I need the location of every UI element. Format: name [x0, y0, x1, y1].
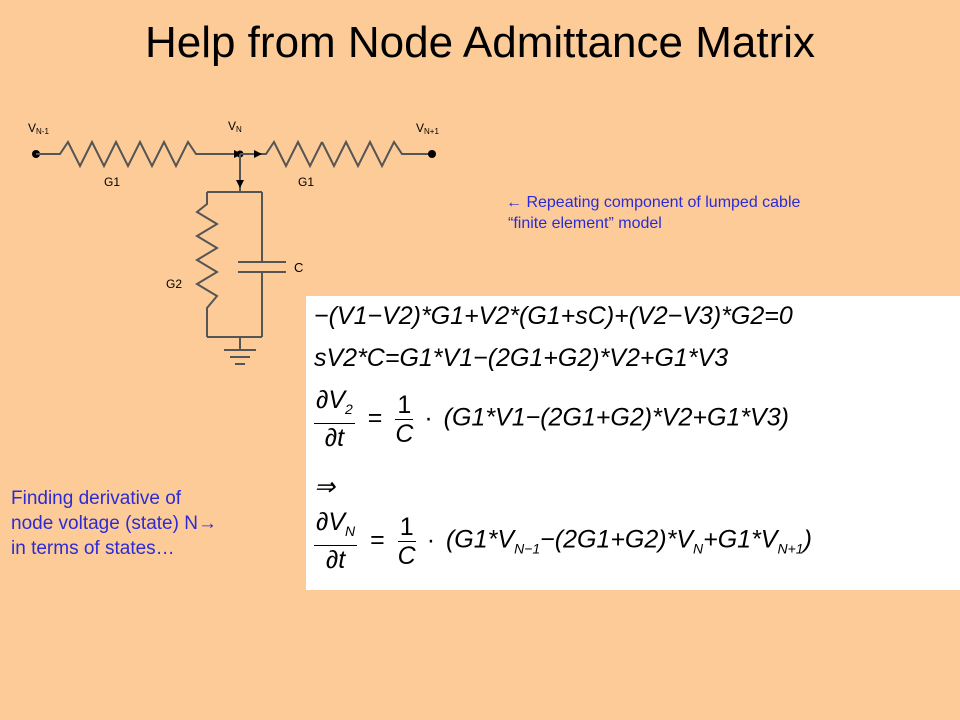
label-vn: VN: [228, 119, 242, 134]
equation-panel: −(V1−V2)*G1+V2*(G1+sC)+(V2−V3)*G2=0 sV2*…: [306, 296, 960, 590]
eq3-cden: C: [395, 419, 414, 448]
resistor-g1-right-tail: [322, 139, 432, 169]
label-g2: G2: [166, 277, 182, 291]
eq4-derivative-fraction: ∂VN ∂t: [314, 508, 358, 574]
arrow-right-current: [254, 150, 262, 158]
eq4-rhs-b-sub: N: [693, 540, 704, 557]
eq4-one-over-c: 1 C: [397, 513, 416, 570]
eq3-cnum: 1: [395, 391, 414, 420]
label-c: C: [294, 260, 303, 275]
eq3-num: ∂V: [316, 386, 346, 414]
eq4-rhs-a: (G1*V: [445, 525, 515, 554]
note-repeating-component: ← Repeating component of lumped cable “f…: [506, 192, 800, 234]
note-left-line-1: Finding derivative of: [11, 488, 182, 509]
eq4-num: ∂V: [316, 508, 346, 536]
resistor-g1-right: [240, 139, 322, 169]
equation-3: ∂V2 ∂t = 1 C · (G1*V1−(2G1+G2)*V2+G1*V3): [314, 386, 789, 452]
note-right-line-1: ← Repeating component of lumped cable: [506, 194, 801, 211]
eq3-num-sub: 2: [345, 401, 353, 417]
eq4-den: ∂t: [325, 546, 346, 574]
label-vn-sub: N: [236, 125, 242, 134]
label-g1-left: G1: [104, 175, 120, 189]
equation-1: −(V1−V2)*G1+V2*(G1+sC)+(V2−V3)*G2=0: [314, 302, 793, 330]
eq4-equals: =: [370, 525, 385, 554]
implies-symbol: ⇒: [314, 473, 335, 501]
arrow-down-current: [236, 180, 244, 188]
eq3-derivative-fraction: ∂V2 ∂t: [314, 386, 355, 452]
note-finding-derivative: Finding derivative of node voltage (stat…: [11, 486, 217, 561]
label-g1-right: G1: [298, 175, 314, 189]
arrow-left-current: [234, 150, 242, 158]
label-vn-plus-1-text-main: V: [416, 121, 424, 135]
eq4-rhs-d: ): [803, 525, 812, 554]
eq4-rhs-b: −(2G1+G2)*V: [540, 525, 693, 554]
eq4-rhs-c: +G1*V: [703, 525, 778, 554]
circuit-diagram: VN-1 VN G1 G1 G2 C: [28, 119, 322, 365]
note-right-line-2: “finite element” model: [508, 215, 662, 232]
eq4-num-sub: N: [345, 523, 356, 539]
label-vn-1-main: V: [28, 121, 36, 135]
circuit-diagram-right: VN+1: [322, 121, 439, 169]
terminal-right: [428, 150, 436, 158]
equation-4: ∂VN ∂t = 1 C · (G1*VN−1−(2G1+G2)*VN+G1*V…: [314, 508, 812, 574]
eq4-rhs-c-sub: N+1: [777, 540, 804, 557]
label-vn-1: VN-1: [28, 121, 49, 136]
eq4-rhs-a-sub: N−1: [514, 540, 541, 557]
resistor-g1-left: [36, 139, 234, 169]
resistor-g2: [195, 192, 219, 337]
note-left-line-2: node voltage (state) N→: [11, 513, 217, 534]
slide-title: Help from Node Admittance Matrix: [144, 18, 816, 67]
eq3-den: ∂t: [324, 424, 345, 452]
label-vn-1-sub: N-1: [36, 127, 49, 136]
eq4-cden: C: [397, 541, 416, 570]
equation-2: sV2*C=G1*V1−(2G1+G2)*V2+G1*V3: [314, 344, 729, 372]
note-left-line-3: in terms of states…: [11, 538, 175, 559]
label-vn-plus-1-text-sub: N+1: [424, 127, 439, 136]
eq3-rhs: (G1*V1−(2G1+G2)*V2+G1*V3): [443, 403, 789, 432]
eq3-equals: =: [367, 403, 383, 432]
eq4-cnum: 1: [397, 513, 416, 542]
label-vn-main: V: [228, 119, 236, 133]
eq3-one-over-c: 1 C: [395, 391, 414, 448]
label-vn-plus-1-text: VN+1: [416, 121, 439, 136]
